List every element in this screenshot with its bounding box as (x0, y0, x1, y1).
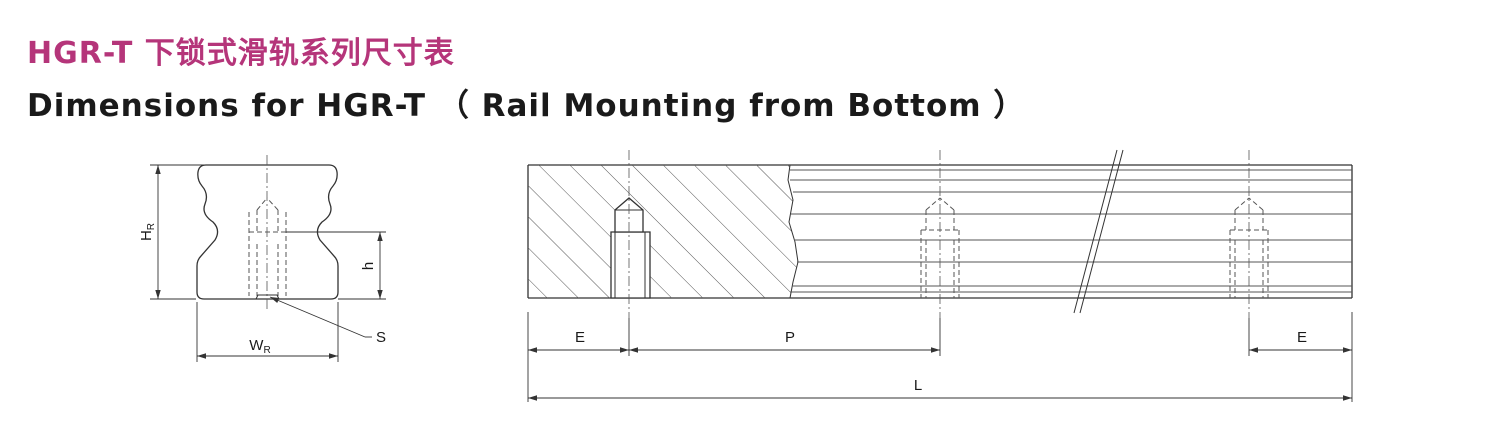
dimension-h (286, 231, 386, 300)
extension-lines (527, 312, 1353, 402)
break-line (787, 164, 799, 299)
section-hatching (528, 165, 798, 298)
label-e-left: E (575, 329, 585, 346)
dimension-hr (150, 164, 205, 300)
profile-lines (790, 169, 1352, 293)
label-h: h (360, 262, 377, 270)
bolt-hole-section (610, 197, 651, 299)
dimension-s (269, 296, 372, 338)
label-hr: HR (138, 223, 157, 241)
length-break-marks (1073, 149, 1124, 314)
rail-cross-section (196, 164, 339, 300)
page-title-chinese: HGR-T 下锁式滑轨系列尺寸表 (27, 36, 455, 71)
hole-centerlines (628, 150, 1250, 318)
label-e-right: E (1297, 329, 1307, 346)
cross-section-hidden-hole (248, 197, 287, 296)
dimension-wr (196, 302, 339, 362)
page-title-english: Dimensions for HGR-T （ Rail Mounting fro… (27, 88, 1026, 124)
label-s: S (376, 329, 386, 346)
label-wr: WR (249, 337, 270, 356)
rail-profile-outline (196, 164, 339, 300)
label-p: P (785, 329, 795, 346)
hidden-bolt-hole-2 (920, 197, 960, 298)
label-l: L (914, 377, 922, 394)
